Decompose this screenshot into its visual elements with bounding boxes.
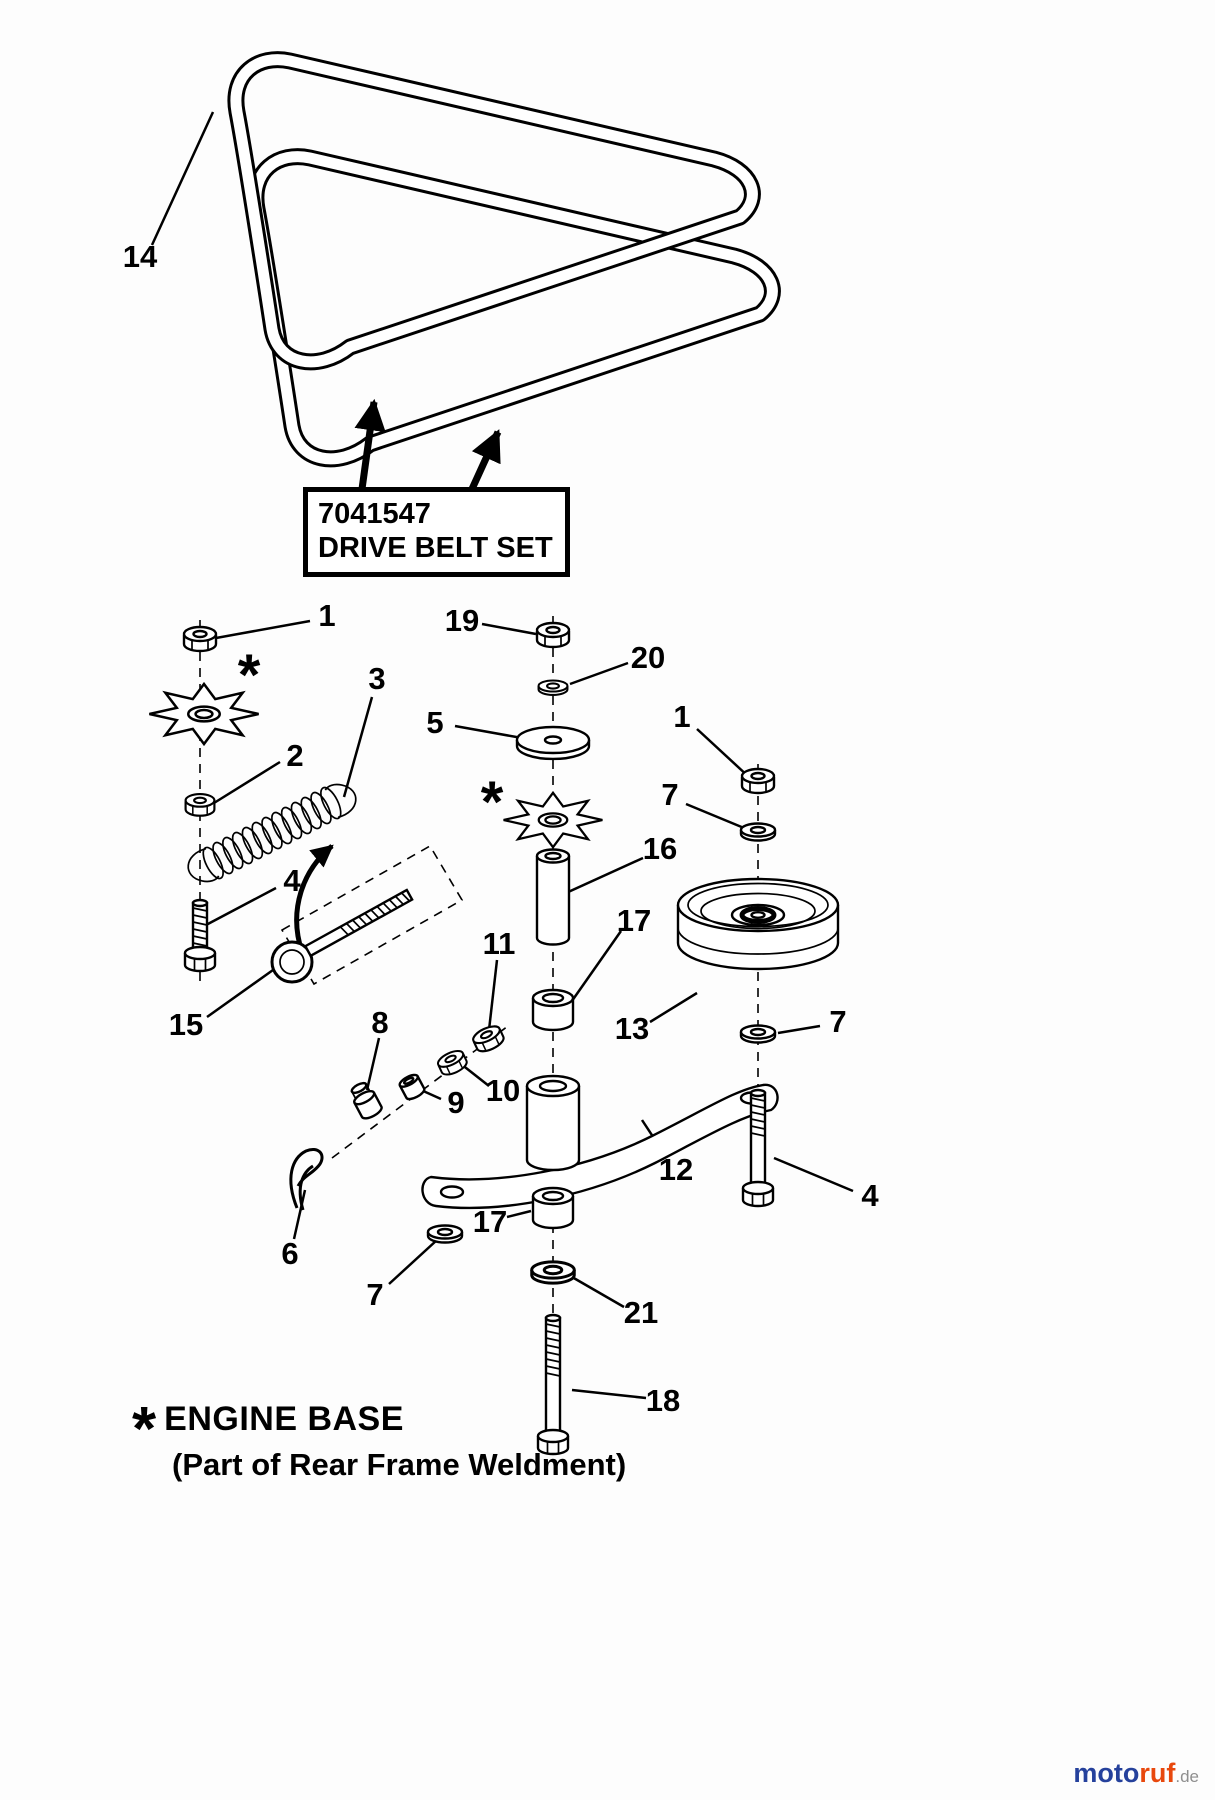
asterisk-footnote: * [132, 1394, 157, 1464]
bushing-17-lower [531, 1186, 575, 1230]
footnote-line2: (Part of Rear Frame Weldment) [172, 1447, 627, 1482]
hex-nut-2 [184, 793, 216, 817]
hex-nut-1-left [182, 625, 218, 653]
asterisk-marker-middle: * [480, 770, 504, 835]
callout-10: 10 [485, 1073, 521, 1108]
watermark-logo: motoruf.de [1073, 1758, 1199, 1789]
hex-nut-19 [535, 621, 571, 649]
spring-hook-arrow [294, 844, 334, 953]
bolt-18 [536, 1313, 570, 1456]
washer-7-right-lower [739, 1024, 777, 1044]
callout-21: 21 [623, 1295, 659, 1330]
extension-spring [187, 783, 357, 883]
callout-15: 15 [168, 1007, 204, 1042]
engine-base-footnote: * ENGINE BASE (Part of Rear Frame Weldme… [132, 1394, 627, 1483]
bushing-17-upper [531, 988, 575, 1032]
callout-12: 12 [658, 1152, 694, 1187]
callout-13: 13 [614, 1011, 650, 1046]
belt-set-title: DRIVE BELT SET [318, 532, 553, 565]
belt-set-label-box: 7041547 DRIVE BELT SET [303, 487, 570, 578]
callout-7-right-upper: 7 [661, 777, 679, 812]
drive-belt-upper [227, 51, 761, 371]
watermark-brand-a: moto [1073, 1758, 1140, 1788]
watermark-brand-b: ruf [1139, 1758, 1176, 1788]
large-washer-5 [515, 725, 591, 761]
spacer-large [525, 1074, 581, 1172]
callout-3: 3 [368, 661, 386, 696]
hex-nut-10 [434, 1046, 471, 1079]
callout-14: 14 [122, 239, 158, 274]
washer-7-left [426, 1224, 464, 1244]
callout-7-left-bottom: 7 [366, 1277, 384, 1312]
eyebolt [270, 888, 414, 984]
callout-11: 11 [482, 926, 516, 961]
drive-belt-lower [247, 148, 781, 468]
callout-17-lower: 17 [472, 1204, 508, 1239]
ferrule [350, 1081, 383, 1120]
idler-arm [421, 1083, 779, 1210]
star-washer-middle [502, 791, 604, 849]
callout-1-left: 1 [318, 598, 336, 633]
asterisk-marker-left: * [237, 643, 261, 708]
bushing-9 [398, 1073, 426, 1101]
washer-20 [537, 679, 569, 696]
callout-9: 9 [447, 1085, 465, 1120]
callout-2: 2 [286, 738, 304, 773]
callout-8: 8 [371, 1005, 389, 1040]
callout-18: 18 [645, 1383, 681, 1418]
callout-16: 16 [642, 831, 678, 866]
belt-label-arrows [354, 398, 502, 491]
spacer-16 [535, 848, 571, 946]
callout-17-upper: 17 [616, 903, 652, 938]
footnote-line1: ENGINE BASE [164, 1400, 404, 1438]
callout-7-right-lower: 7 [829, 1004, 847, 1039]
belt-set-part-number: 7041547 [318, 498, 431, 530]
callout-20: 20 [630, 640, 666, 675]
callout-4-right: 4 [861, 1178, 879, 1213]
bolt-4-right [741, 1088, 775, 1208]
callout-4-left: 4 [283, 863, 301, 898]
cotter-pin [289, 1148, 324, 1211]
watermark-tld: .de [1175, 1767, 1199, 1786]
callout-6: 6 [281, 1236, 299, 1271]
callout-19: 19 [444, 603, 480, 638]
idler-pulley [676, 877, 840, 971]
bolt-4-left [183, 898, 217, 973]
washer-21 [530, 1260, 576, 1285]
callout-5: 5 [426, 705, 444, 740]
callout-1-right: 1 [673, 699, 691, 734]
hex-nut-1-right [740, 767, 776, 795]
washer-7-right-upper [739, 822, 777, 842]
